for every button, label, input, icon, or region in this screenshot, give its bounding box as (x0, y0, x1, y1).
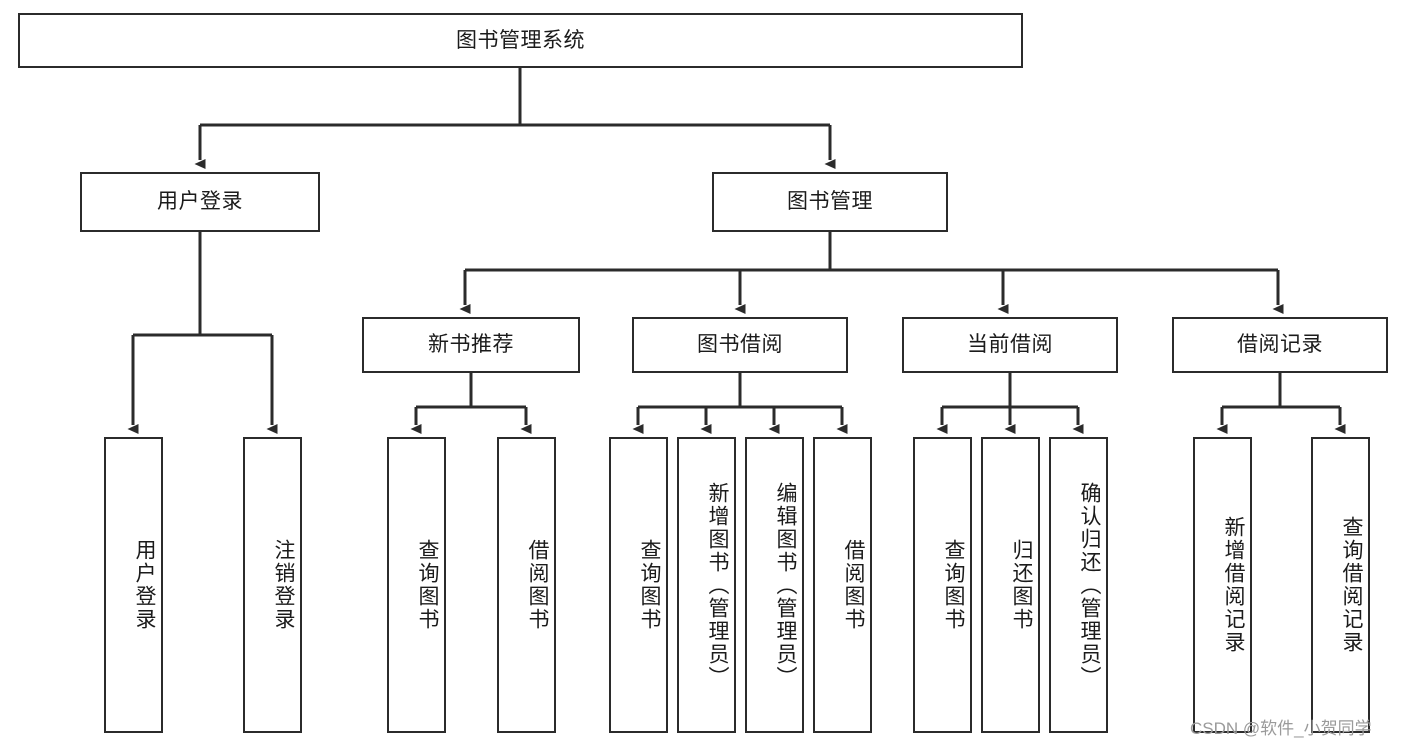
node-leaf-edit-book-label: 编辑图书（管理员） (774, 481, 797, 689)
node-leaf-return-book-label: 归还图书 (1010, 539, 1033, 631)
node-leaf-edit-book[interactable]: 编辑图书（管理员） (745, 437, 804, 733)
node-leaf-logout[interactable]: 注销登录 (243, 437, 302, 733)
node-leaf-return-book[interactable]: 归还图书 (981, 437, 1040, 733)
node-new-book-rec-label: 新书推荐 (428, 333, 514, 357)
node-new-book-rec[interactable]: 新书推荐 (362, 317, 580, 373)
node-leaf-borrow-book-2[interactable]: 借阅图书 (813, 437, 872, 733)
node-leaf-add-record-label: 新增借阅记录 (1222, 516, 1245, 654)
node-leaf-query-book-3[interactable]: 查询图书 (913, 437, 972, 733)
node-book-manage-label: 图书管理 (787, 190, 873, 214)
node-leaf-borrow-book-1[interactable]: 借阅图书 (497, 437, 556, 733)
node-book-borrow-label: 图书借阅 (697, 333, 783, 357)
node-book-manage[interactable]: 图书管理 (712, 172, 948, 232)
watermark-text: CSDN @软件_小贺同学 (1190, 719, 1372, 738)
node-root-label: 图书管理系统 (456, 28, 585, 52)
node-current-borrow-label: 当前借阅 (967, 333, 1053, 357)
node-leaf-logout-label: 注销登录 (272, 539, 295, 631)
node-leaf-user-login[interactable]: 用户登录 (104, 437, 163, 733)
node-user-login[interactable]: 用户登录 (80, 172, 320, 232)
node-leaf-confirm-return-label: 确认归还（管理员） (1078, 481, 1101, 689)
node-leaf-borrow-book-1-label: 借阅图书 (526, 539, 549, 631)
node-leaf-query-book-3-label: 查询图书 (942, 539, 965, 631)
node-leaf-borrow-book-2-label: 借阅图书 (842, 539, 865, 631)
node-leaf-query-book-1[interactable]: 查询图书 (387, 437, 446, 733)
node-leaf-add-book-label: 新增图书（管理员） (706, 481, 729, 689)
node-leaf-query-record-label: 查询借阅记录 (1340, 516, 1363, 654)
node-leaf-add-book[interactable]: 新增图书（管理员） (677, 437, 736, 733)
node-borrow-record-label: 借阅记录 (1237, 333, 1323, 357)
node-leaf-add-record[interactable]: 新增借阅记录 (1193, 437, 1252, 733)
node-leaf-query-record[interactable]: 查询借阅记录 (1311, 437, 1370, 733)
node-borrow-record[interactable]: 借阅记录 (1172, 317, 1388, 373)
node-leaf-confirm-return[interactable]: 确认归还（管理员） (1049, 437, 1108, 733)
node-leaf-user-login-label: 用户登录 (133, 539, 156, 631)
node-leaf-query-book-2[interactable]: 查询图书 (609, 437, 668, 733)
node-root[interactable]: 图书管理系统 (18, 13, 1023, 68)
node-leaf-query-book-2-label: 查询图书 (638, 539, 661, 631)
node-user-login-label: 用户登录 (157, 190, 243, 214)
node-leaf-query-book-1-label: 查询图书 (416, 539, 439, 631)
node-current-borrow[interactable]: 当前借阅 (902, 317, 1118, 373)
node-book-borrow[interactable]: 图书借阅 (632, 317, 848, 373)
